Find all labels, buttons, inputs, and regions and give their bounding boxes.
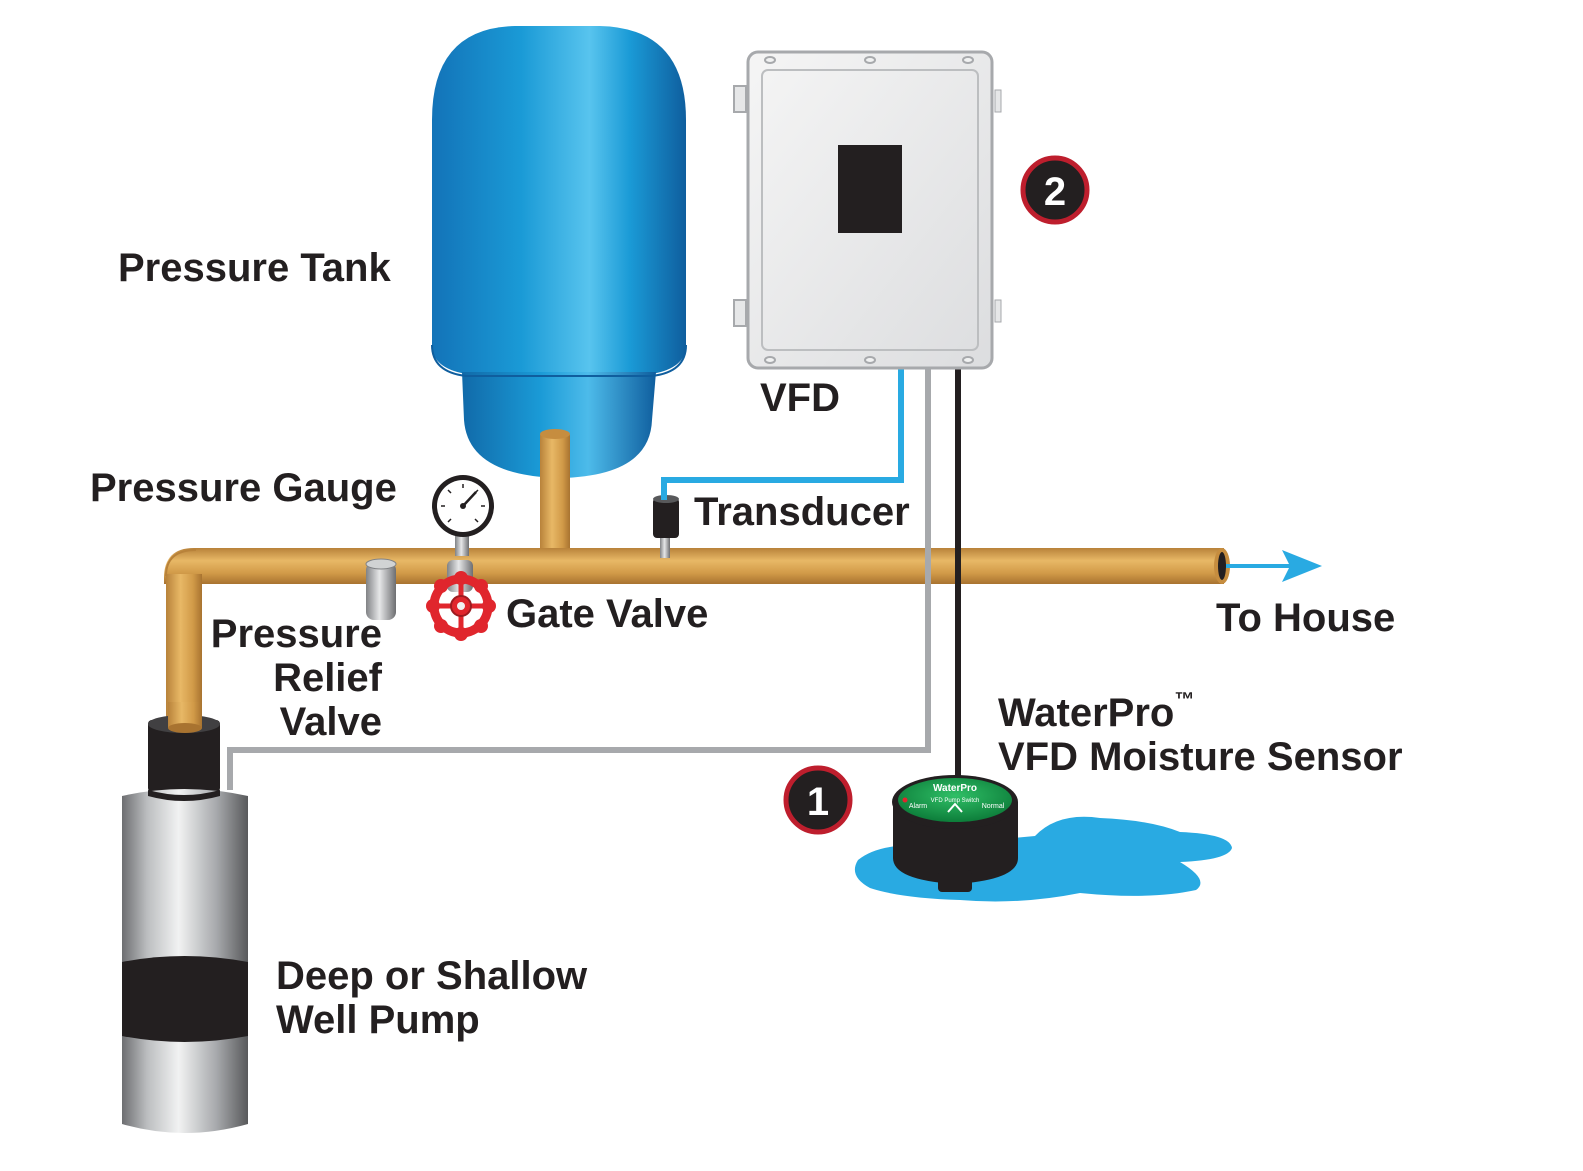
gate-valve (426, 560, 496, 641)
sensor-alarm-text: Alarm (909, 803, 927, 810)
label-sensor-brand: WaterPro (998, 691, 1175, 735)
wires (227, 366, 961, 790)
to-house-arrow (1226, 550, 1322, 582)
callout-1-number: 1 (807, 780, 829, 824)
label-pressure-tank: Pressure Tank (118, 246, 391, 290)
label-gate-valve: Gate Valve (506, 592, 709, 636)
label-sensor-line2: VFD Moisture Sensor (998, 735, 1403, 779)
label-pressure-relief-valve: Pressure Relief Valve (200, 612, 382, 744)
label-to-house: To House (1216, 596, 1396, 640)
callout-2-number: 2 (1044, 170, 1066, 214)
sensor-up-arrow-icon (947, 802, 963, 813)
label-pressure-gauge: Pressure Gauge (90, 466, 397, 510)
moisture-sensor: WaterPro VFD Pump Switch Alarm Normal (892, 775, 1018, 892)
label-transducer: Transducer (694, 490, 910, 534)
sensor-subtitle: VFD Pump Switch (931, 798, 980, 804)
pressure-relief-valve (365, 558, 397, 620)
label-pump-line1: Deep or Shallow (276, 954, 588, 998)
label-pump-line2: Well Pump (276, 998, 480, 1042)
well-pump (122, 702, 248, 1133)
label-pressure-relief-line1: Pressure (210, 612, 382, 656)
pressure-tank (431, 26, 687, 552)
callout-2: 2 (1020, 155, 1090, 225)
label-moisture-sensor: WaterPro™ VFD Moisture Sensor (998, 678, 1403, 779)
label-vfd: VFD (760, 376, 840, 420)
label-sensor-line1: WaterPro™ (998, 678, 1403, 735)
pressure-gauge (432, 475, 494, 556)
sensor-brand: WaterPro (933, 783, 977, 794)
vfd-display (838, 145, 902, 233)
label-pressure-relief-line2: Relief (273, 656, 382, 700)
sensor-normal-text: Normal (982, 803, 1005, 810)
callout-1: 1 (783, 765, 853, 835)
label-well-pump: Deep or Shallow Well Pump (276, 954, 587, 1042)
trademark-symbol: ™ (1174, 689, 1195, 711)
vfd-enclosure (733, 50, 1002, 370)
label-pressure-relief-line3: Valve (279, 700, 382, 744)
